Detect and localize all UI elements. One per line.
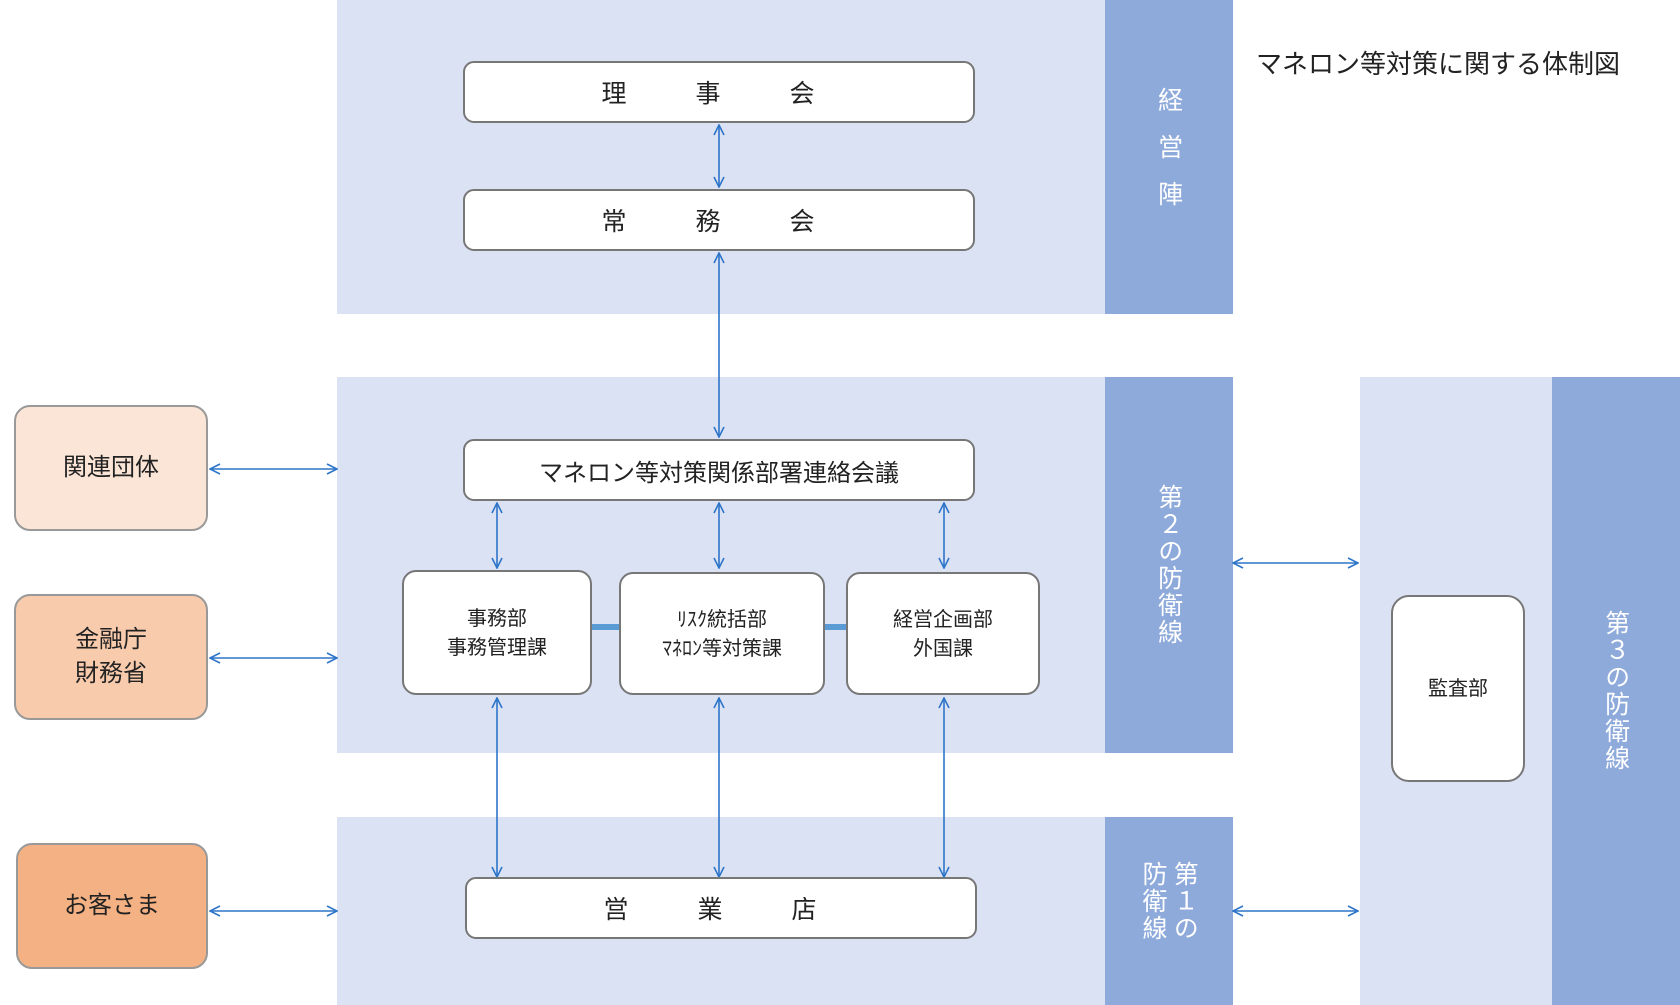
dept-admin-line2: 事務管理課 bbox=[447, 634, 547, 659]
line3-label-column: 第３の防衛線 bbox=[1552, 377, 1680, 1005]
audit-label: 監査部 bbox=[1428, 676, 1488, 700]
customers-box: お客さま bbox=[16, 843, 208, 969]
fsa-label: 金融庁 bbox=[75, 625, 147, 654]
board-box: 理 事 会 bbox=[463, 61, 975, 123]
diagram-title: マネロン等対策に関する体制図 bbox=[1256, 50, 1621, 80]
line2-label: 第２の防衛線 bbox=[1154, 484, 1184, 646]
management-label: 経営陣 bbox=[1154, 86, 1184, 228]
executive-committee-label: 常 務 会 bbox=[601, 207, 837, 236]
customers-label: お客さま bbox=[64, 891, 160, 920]
related-organizations-box: 関連団体 bbox=[14, 405, 208, 531]
related-organizations-label: 関連団体 bbox=[63, 453, 159, 482]
audit-box: 監査部 bbox=[1391, 595, 1525, 782]
dept-risk-line1: ﾘｽｸ統括部 bbox=[677, 606, 767, 631]
line3-label: 第３の防衛線 bbox=[1601, 610, 1631, 772]
dept-risk-box: ﾘｽｸ統括部 ﾏﾈﾛﾝ等対策課 bbox=[619, 572, 825, 695]
dept-admin-box: 事務部 事務管理課 bbox=[402, 570, 592, 695]
mof-label: 財務省 bbox=[75, 659, 147, 687]
line1-label: 第１の防衛線 bbox=[1139, 861, 1200, 942]
dept-planning-line2: 外国課 bbox=[913, 635, 973, 660]
dept-admin-line1: 事務部 bbox=[467, 605, 527, 630]
executive-committee-box: 常 務 会 bbox=[463, 189, 975, 251]
management-label-column: 経営陣 bbox=[1105, 0, 1233, 314]
branch-box: 営 業 店 bbox=[465, 877, 977, 939]
council-box: マネロン等対策関係部署連絡会議 bbox=[463, 439, 975, 501]
dept-planning-line1: 経営企画部 bbox=[893, 606, 993, 631]
line1-label-column: 第１の防衛線 bbox=[1105, 817, 1233, 1005]
dept-planning-box: 経営企画部 外国課 bbox=[846, 572, 1040, 695]
council-label: マネロン等対策関係部署連絡会議 bbox=[539, 458, 899, 487]
board-label: 理 事 会 bbox=[601, 79, 837, 108]
line2-label-column: 第２の防衛線 bbox=[1105, 377, 1233, 753]
dept-risk-line2: ﾏﾈﾛﾝ等対策課 bbox=[662, 635, 782, 660]
branch-label: 営 業 店 bbox=[603, 895, 839, 924]
fsa-mof-box: 金融庁 財務省 bbox=[14, 594, 208, 720]
